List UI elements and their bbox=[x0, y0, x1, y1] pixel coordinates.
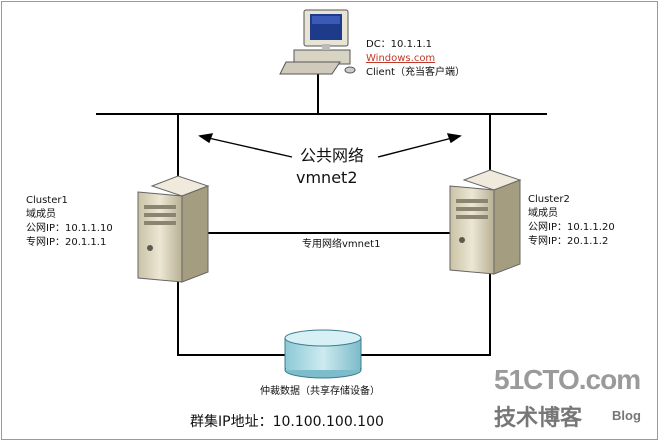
storage-link-right bbox=[361, 270, 491, 356]
cluster1-server-icon bbox=[137, 175, 210, 283]
dc-domain-label: Windows.com bbox=[366, 53, 436, 64]
arrow-left bbox=[198, 133, 293, 158]
cluster2-server-icon bbox=[449, 169, 522, 275]
cluster2-name: Cluster2 bbox=[528, 194, 570, 205]
shared-storage-icon bbox=[284, 329, 362, 379]
public-network-vmnet-label: vmnet2 bbox=[296, 168, 358, 187]
dc-computer-icon bbox=[279, 9, 356, 75]
storage-link-left bbox=[177, 278, 285, 356]
arrow-right bbox=[377, 133, 462, 158]
watermark-brand: 51CTO.com bbox=[494, 364, 641, 395]
cluster1-public-ip: 公网IP：10.1.1.10 bbox=[26, 223, 113, 234]
cluster1-private-ip: 专网IP：20.1.1.1 bbox=[26, 237, 107, 248]
cluster-ip-label: 群集IP地址：10.100.100.100 bbox=[190, 414, 384, 430]
watermark-sub: 技术博客 bbox=[494, 406, 583, 431]
cluster2-private-ip: 专网IP：20.1.1.2 bbox=[528, 236, 609, 247]
dc-ip-label: DC：10.1.1.1 bbox=[366, 39, 433, 50]
cluster2-role: 域成员 bbox=[528, 208, 558, 219]
private-network-label: 专用网络vmnet1 bbox=[302, 239, 381, 250]
dc-role-label: Client（充当客户端） bbox=[366, 67, 465, 78]
public-network-label: 公共网络 bbox=[300, 146, 365, 165]
watermark-blog: Blog bbox=[612, 408, 641, 423]
cluster1-role: 域成员 bbox=[26, 209, 56, 220]
storage-label: 仲裁数据（共享存储设备） bbox=[260, 386, 380, 397]
cluster2-public-ip: 公网IP：10.1.1.20 bbox=[528, 222, 615, 233]
cluster1-name: Cluster1 bbox=[26, 195, 68, 206]
